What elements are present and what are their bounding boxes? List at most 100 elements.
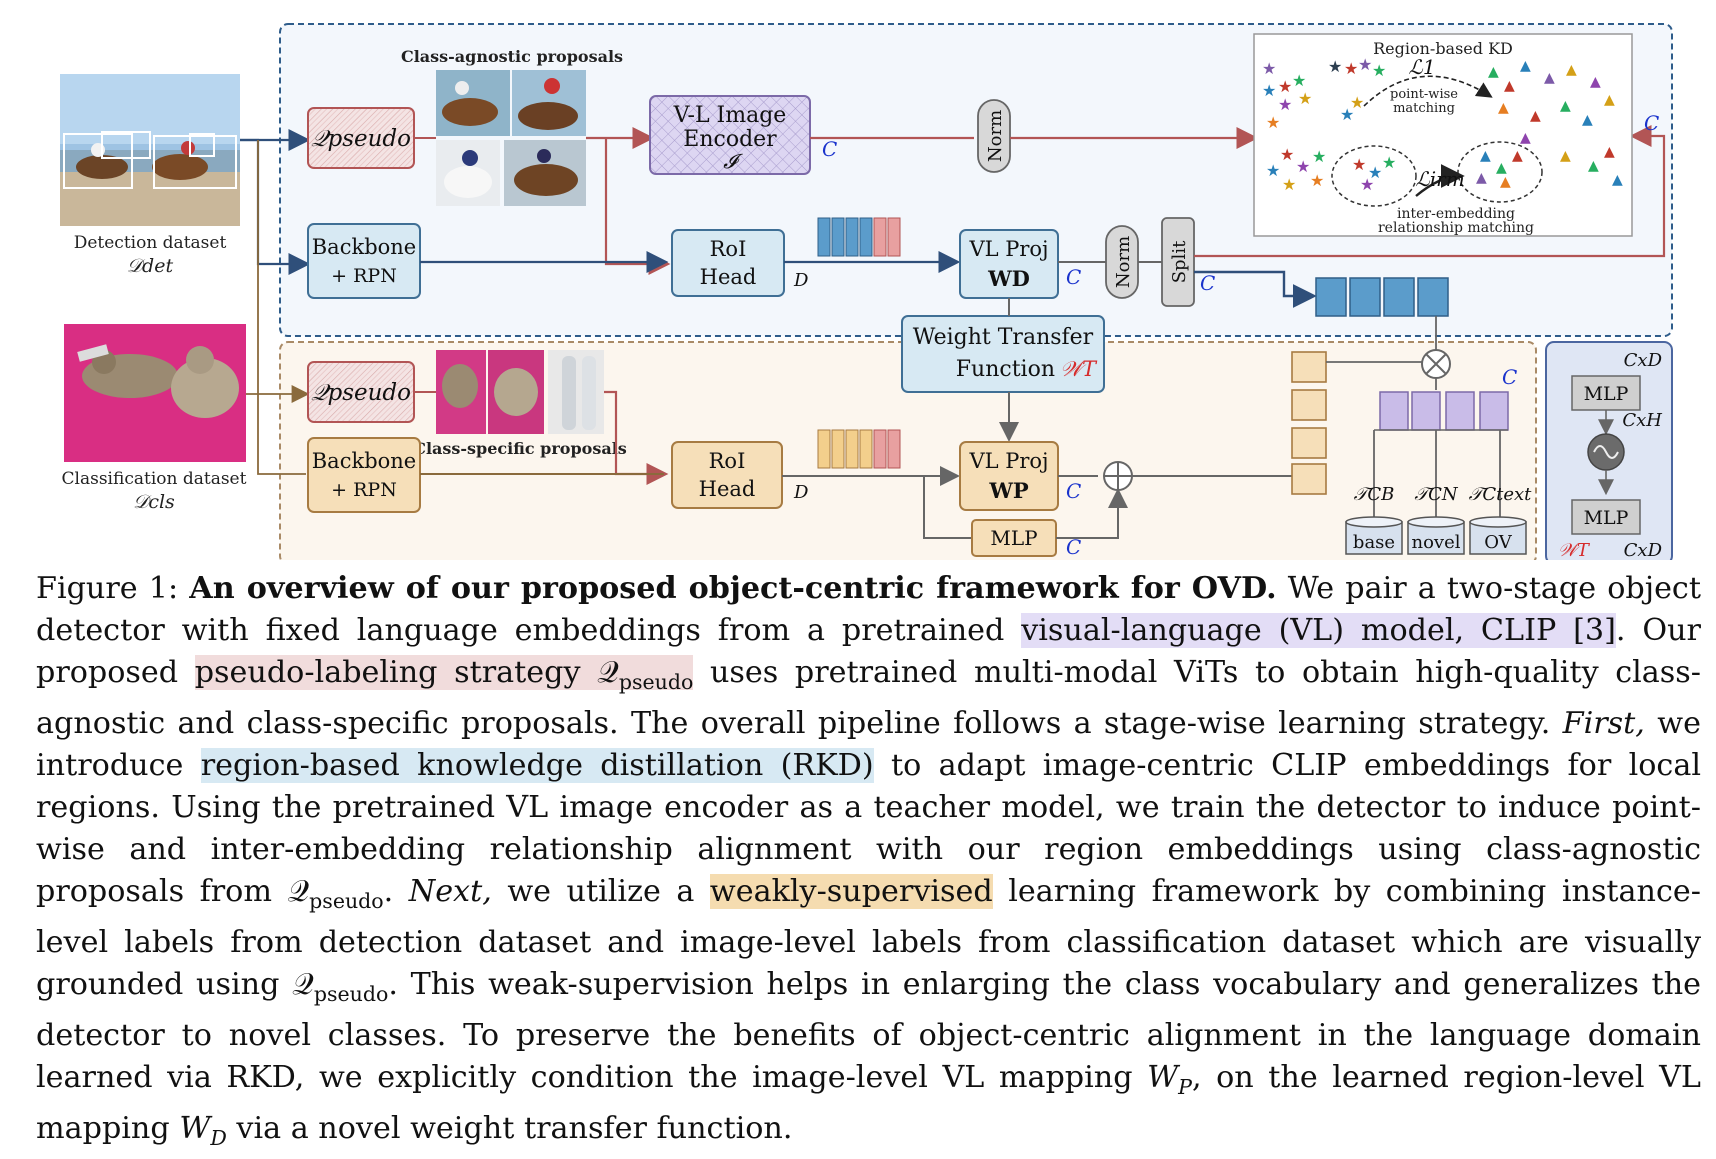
svg-text:▲: ▲ bbox=[1496, 160, 1507, 176]
detection-dataset-image bbox=[60, 74, 240, 226]
svg-text:▲: ▲ bbox=[1520, 130, 1531, 146]
svg-text:▲: ▲ bbox=[1520, 58, 1531, 74]
class-agnostic-proposal-images bbox=[436, 70, 586, 206]
svg-text:★: ★ bbox=[1340, 105, 1354, 124]
backbone-line2-bottom: + RPN bbox=[331, 479, 397, 501]
svg-text:▲: ▲ bbox=[1588, 158, 1599, 174]
svg-text:▲: ▲ bbox=[1480, 148, 1491, 164]
class-specific-proposal-images bbox=[436, 350, 604, 434]
dim-c-mlp: C bbox=[1066, 535, 1081, 559]
roi-line1-bottom: RoI bbox=[709, 449, 746, 473]
wt-panel-cxd-top: CxD bbox=[1624, 350, 1663, 371]
svg-text:★: ★ bbox=[1382, 153, 1396, 172]
svg-text:▲: ▲ bbox=[1504, 78, 1515, 94]
caption-title: An overview of our proposed object-centr… bbox=[189, 571, 1277, 606]
database-base-icon bbox=[1345, 516, 1403, 555]
database-novel-icon bbox=[1407, 516, 1465, 555]
weight-transfer-line2: Function bbox=[956, 357, 1055, 382]
caption-s2: . Our proposed bbox=[36, 613, 1701, 690]
svg-text:★: ★ bbox=[1262, 59, 1276, 78]
wt-panel-cxh: CxH bbox=[1622, 410, 1662, 431]
split-label: Split bbox=[1169, 240, 1190, 283]
wt-symbol-main: 𝒲T bbox=[1060, 357, 1098, 381]
region-based-kd-box bbox=[1253, 33, 1633, 237]
rkd-star-points: ★★★ ★★★ ★★★ ★★★ ★★★ ★★★ ★★★ ★★ bbox=[1262, 55, 1396, 194]
text-emb-text-label: 𝒯Ctext bbox=[1469, 484, 1533, 505]
caption-wp-sub: P bbox=[1178, 1075, 1192, 1100]
weight-transfer-line1: Weight Transfer bbox=[913, 325, 1094, 350]
dim-d-top: D bbox=[793, 270, 809, 291]
q-pseudo-label-bottom: 𝒬pseudo bbox=[311, 380, 411, 406]
highlight-pseudo-labeling: pseudo-labeling strategy 𝒬pseudo bbox=[194, 655, 694, 694]
svg-text:▲: ▲ bbox=[1604, 92, 1615, 108]
caption-wp: WP bbox=[1147, 1060, 1192, 1099]
caption-s5-sub: pseudo bbox=[309, 889, 384, 914]
caption-s4: we introduce bbox=[36, 706, 1701, 784]
svg-text:▲: ▲ bbox=[1612, 172, 1623, 188]
svg-text:★: ★ bbox=[1266, 113, 1280, 132]
svg-text:▲: ▲ bbox=[1604, 144, 1615, 160]
highlight-pseudo-sub: pseudo bbox=[618, 670, 694, 695]
svg-text:★: ★ bbox=[1280, 145, 1294, 164]
svg-text:★: ★ bbox=[1352, 155, 1366, 174]
mlp-label-bottom: MLP bbox=[990, 526, 1037, 550]
svg-text:★: ★ bbox=[1282, 175, 1296, 194]
svg-text:★: ★ bbox=[1266, 161, 1280, 180]
dim-c-rkd: C bbox=[1644, 111, 1659, 135]
dim-c-wp: C bbox=[1066, 479, 1081, 503]
svg-text:★: ★ bbox=[1298, 89, 1312, 108]
dim-d-bottom: D bbox=[793, 482, 809, 503]
database-ov-icon bbox=[1469, 516, 1527, 555]
dim-c-split: C bbox=[1200, 271, 1215, 295]
backbone-line1-top: Backbone bbox=[312, 235, 416, 259]
roi-feature-vector-bottom bbox=[817, 429, 901, 469]
vlproj-line1-bottom: VL Proj bbox=[968, 449, 1048, 473]
class-agnostic-title: Class-agnostic proposals bbox=[401, 47, 623, 66]
svg-text:▲: ▲ bbox=[1560, 148, 1571, 164]
highlight-pseudo-text: pseudo-labeling strategy 𝒬 bbox=[194, 655, 619, 690]
svg-text:▲: ▲ bbox=[1488, 64, 1499, 80]
figure-label: Figure 1: bbox=[36, 571, 179, 606]
caption-s7-sub: pseudo bbox=[313, 982, 389, 1007]
classification-dataset-label: Classification dataset bbox=[62, 469, 247, 489]
lirm-label: ℒirm bbox=[1415, 167, 1464, 191]
svg-text:▲: ▲ bbox=[1498, 100, 1509, 116]
text-embeddings-purple bbox=[1379, 391, 1509, 431]
region-embeddings-blue bbox=[1315, 277, 1449, 317]
svg-text:★: ★ bbox=[1278, 77, 1292, 96]
wt-panel-symbol: 𝒲T bbox=[1558, 540, 1591, 560]
vlproj-line1-top: VL Proj bbox=[968, 237, 1048, 261]
highlight-rkd: region-based knowledge distillation (RKD… bbox=[200, 748, 874, 784]
svg-text:▲: ▲ bbox=[1500, 174, 1511, 190]
svg-text:★: ★ bbox=[1368, 163, 1382, 182]
dim-c-encoder: C bbox=[822, 137, 837, 161]
image-embeddings-orange bbox=[1291, 351, 1327, 495]
weight-transfer-function-box bbox=[901, 315, 1105, 393]
irm-line2: relationship matching bbox=[1378, 220, 1534, 236]
svg-text:★: ★ bbox=[1372, 61, 1386, 80]
caption-s3: uses pretrained multi-modal ViTs to obta… bbox=[36, 655, 1701, 742]
svg-text:★: ★ bbox=[1312, 147, 1326, 166]
svg-text:▲: ▲ bbox=[1544, 70, 1555, 86]
roi-feature-vector-top bbox=[817, 217, 901, 257]
l1-label: ℒ1 bbox=[1408, 55, 1435, 79]
svg-text:▲: ▲ bbox=[1476, 170, 1487, 186]
roi-line2-bottom: Head bbox=[699, 477, 756, 501]
svg-text:▲: ▲ bbox=[1560, 98, 1571, 114]
pointwise-line1: point-wise bbox=[1390, 87, 1458, 102]
caption-s5-end: . bbox=[383, 874, 394, 910]
split-box bbox=[1161, 217, 1195, 307]
caption-next: Next, bbox=[408, 874, 492, 910]
vlproj-wp-symbol: WP bbox=[988, 478, 1029, 503]
rkd-triangle-points: ▲▲▲ ▲▲▲ ▲▲▲ ▲▲▲ ▲▲▲ ▲▲▲ ▲▲▲ bbox=[1476, 58, 1623, 190]
svg-text:▲: ▲ bbox=[1566, 62, 1577, 78]
framework-diagram: Detection dataset 𝒟det Classification da… bbox=[60, 23, 1673, 565]
vl-encoder-line2: Encoder bbox=[683, 127, 777, 152]
highlight-vl-model: visual-language (VL) model, CLIP [3] bbox=[1021, 613, 1616, 648]
irm-line1: inter-embedding bbox=[1397, 206, 1515, 222]
figure: Detection dataset 𝒟det Classification da… bbox=[36, 23, 1701, 1150]
vl-encoder-line1: V-L Image bbox=[673, 103, 787, 128]
svg-text:★: ★ bbox=[1262, 81, 1276, 100]
roi-line1-top: RoI bbox=[710, 237, 747, 261]
svg-text:★: ★ bbox=[1310, 171, 1324, 190]
